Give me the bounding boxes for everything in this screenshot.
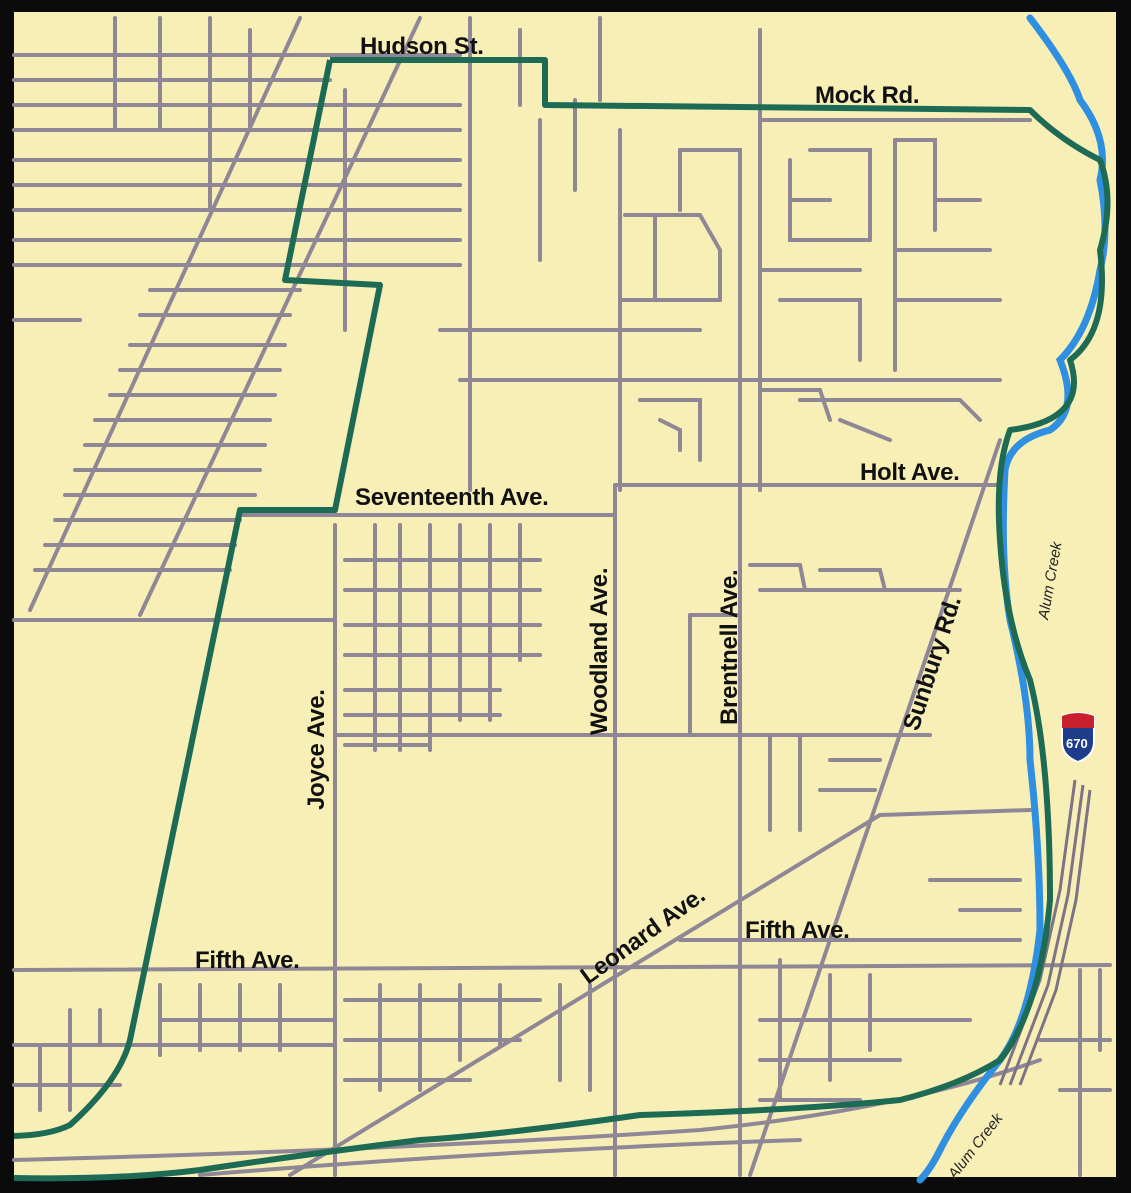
interstate-shield-icon: 670 [1061,712,1095,764]
label-fifth-ave-east: Fifth Ave. [745,917,850,944]
street-network [12,16,1112,1177]
label-woodland-ave: Woodland Ave. [586,568,613,735]
map-background [14,12,1116,1177]
label-brentnell-ave: Brentnell Ave. [716,570,743,725]
shield-number: 670 [1066,736,1088,751]
label-seventeenth-ave: Seventeenth Ave. [355,484,549,511]
label-hudson-st: Hudson St. [360,33,484,60]
label-fifth-ave-west: Fifth Ave. [195,947,300,974]
label-joyce-ave: Joyce Ave. [303,689,330,810]
label-holt-ave: Holt Ave. [860,459,960,486]
label-mock-rd: Mock Rd. [815,82,919,109]
neighborhood-boundary [13,57,1111,1182]
